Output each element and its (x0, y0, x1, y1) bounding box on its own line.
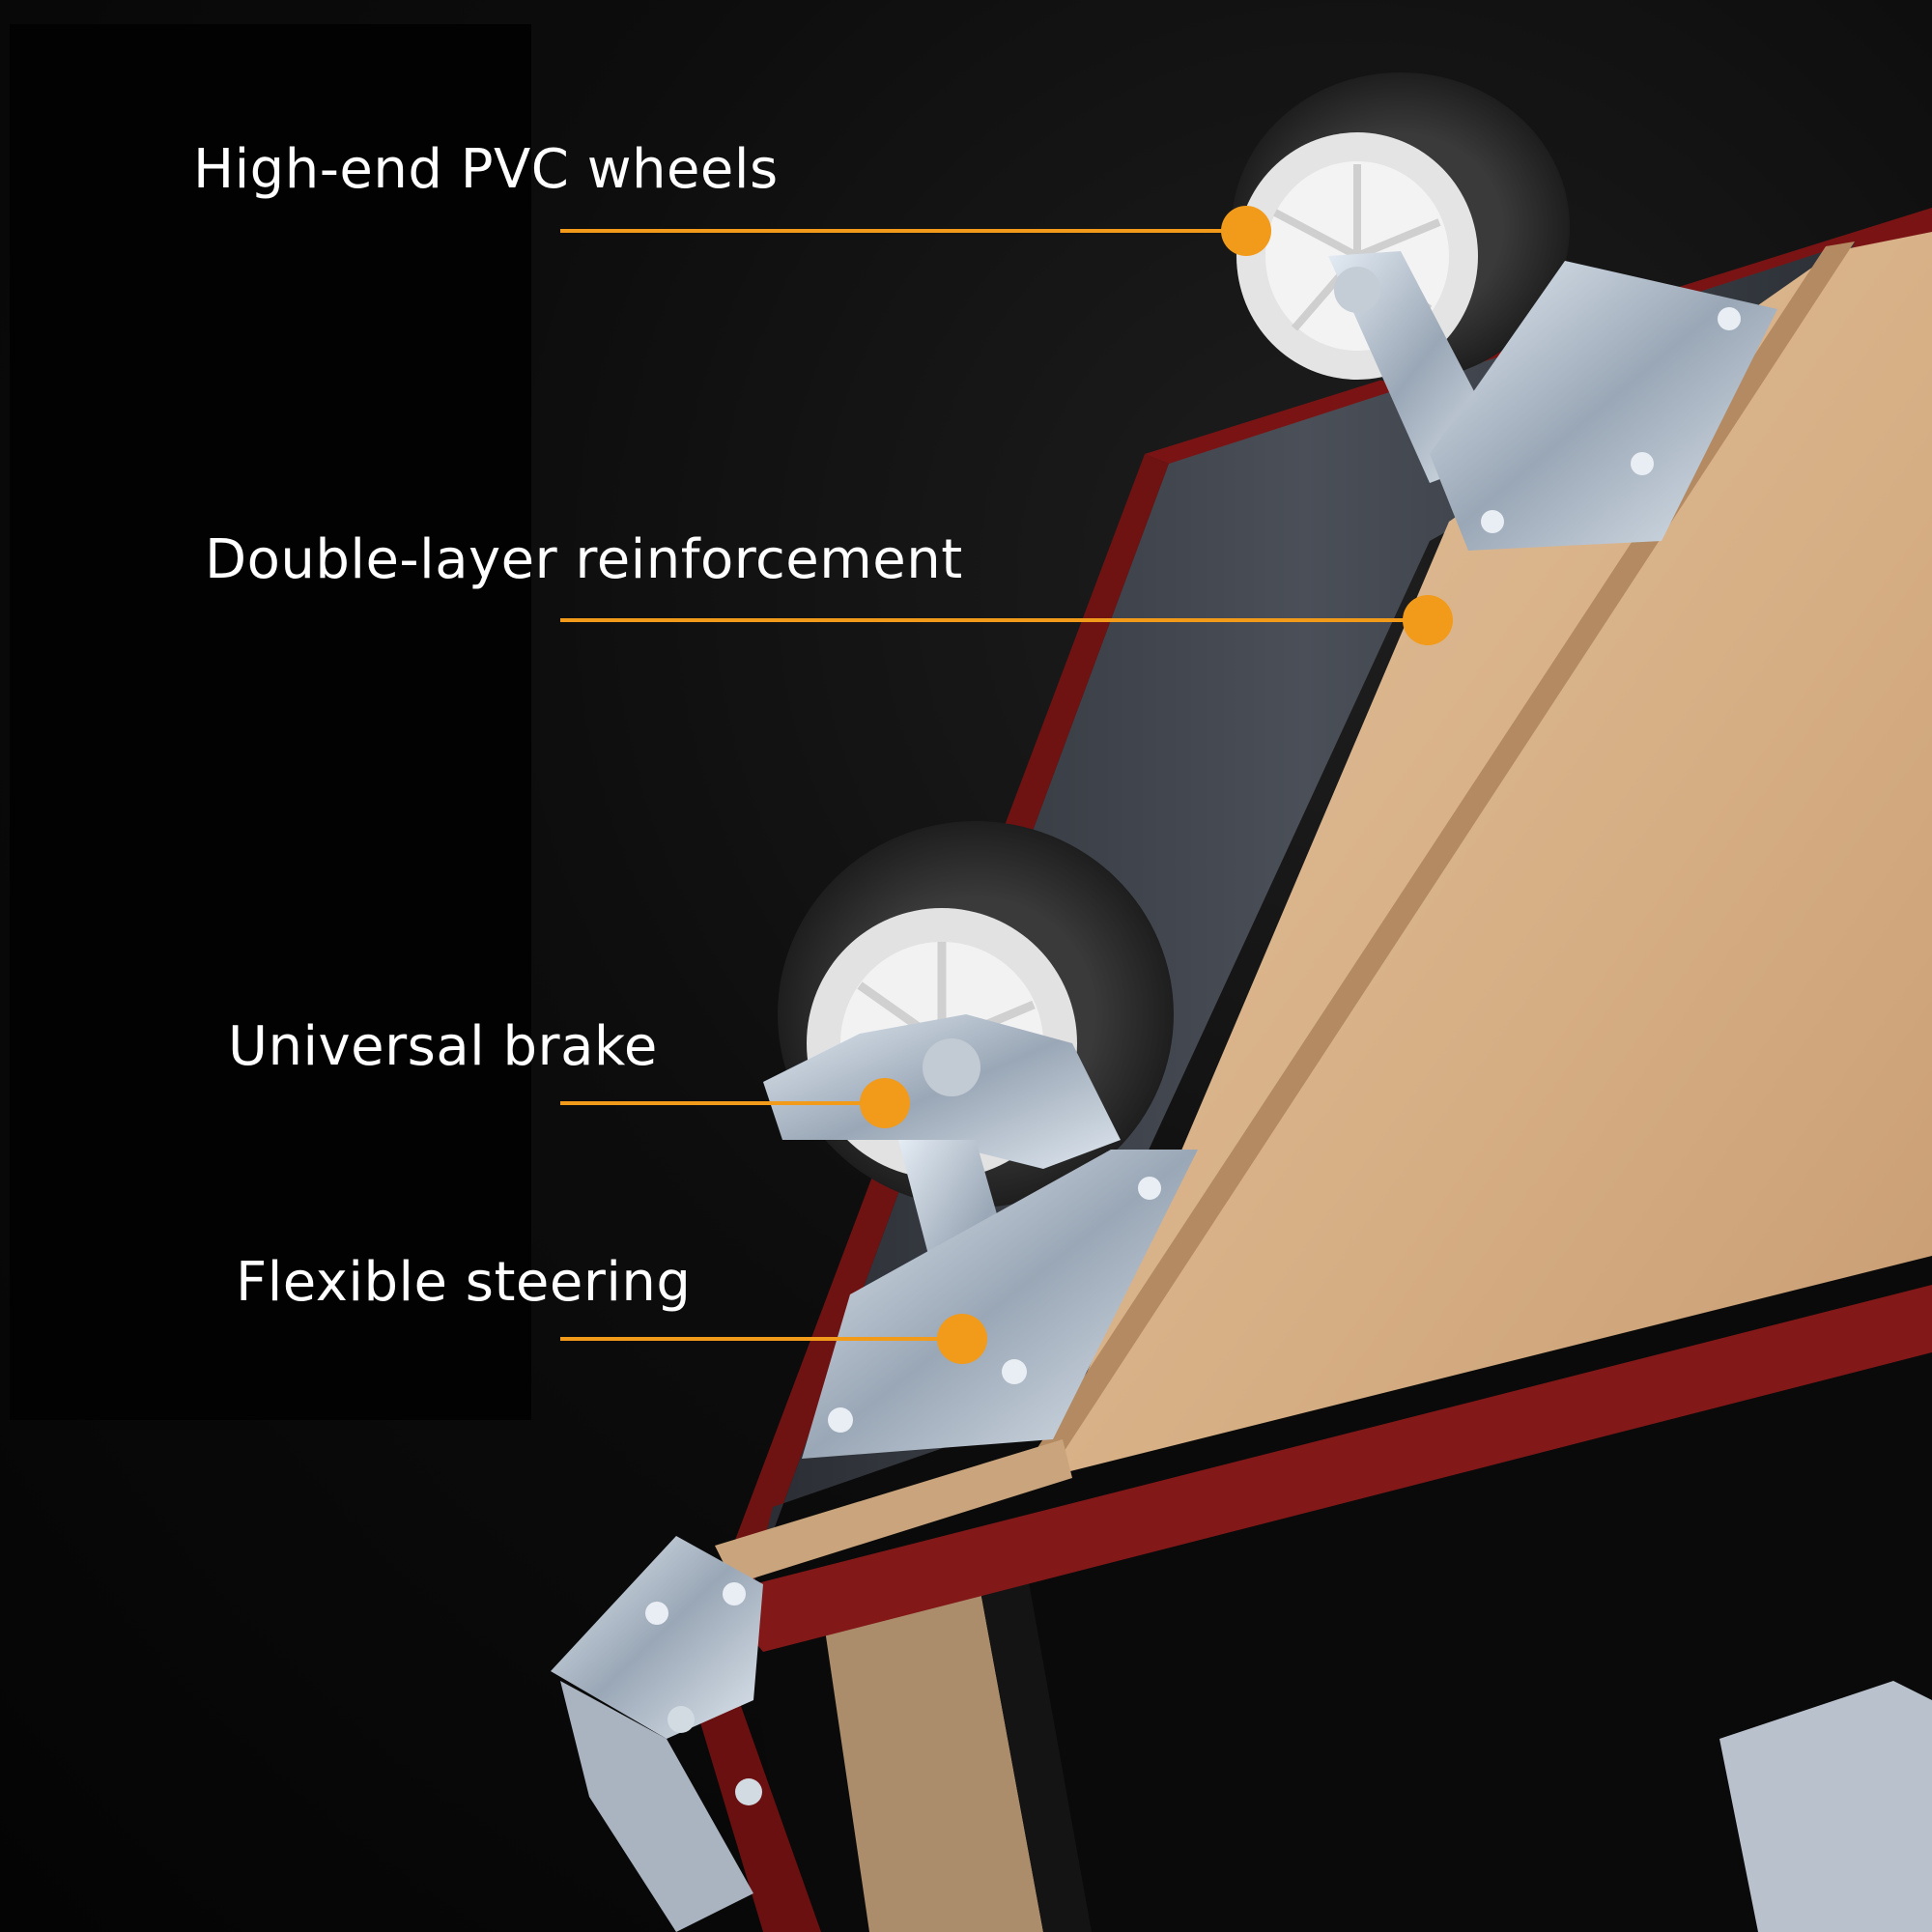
callout-dot-steering (937, 1314, 987, 1364)
callout-lines (560, 229, 1428, 1341)
label-reinforcement: Double-layer reinforcement (205, 528, 963, 591)
callout-dot-pvc-wheels (1221, 206, 1271, 256)
callout-dot-brake (860, 1078, 910, 1128)
label-pvc-wheels: High-end PVC wheels (193, 138, 779, 201)
callout-dots (860, 206, 1453, 1364)
label-steering: Flexible steering (236, 1251, 692, 1314)
label-panel (10, 24, 531, 1420)
callout-dot-reinforcement (1403, 595, 1453, 645)
plywood-board (715, 232, 1932, 1584)
label-brake: Universal brake (228, 1015, 658, 1078)
corner-bracket (551, 1536, 763, 1932)
top-caster (1232, 72, 1777, 551)
